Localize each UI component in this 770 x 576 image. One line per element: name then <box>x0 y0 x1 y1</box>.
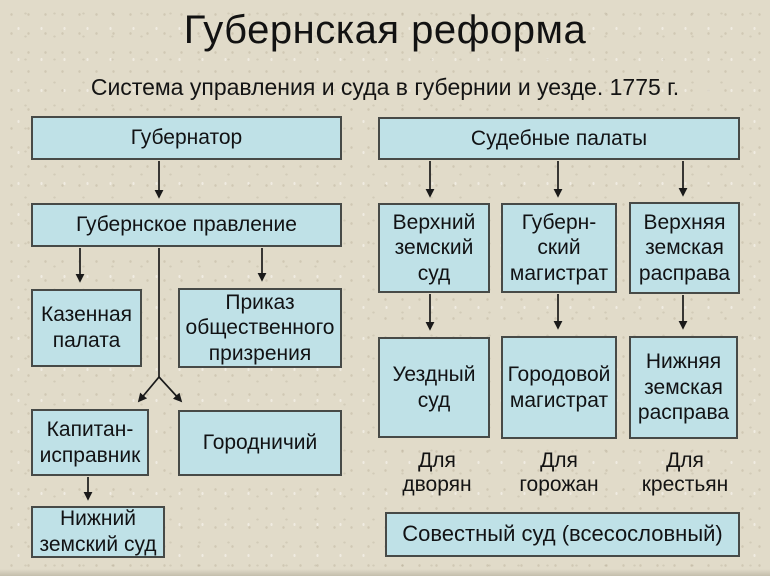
node-upper-zemskaya-rasprava: Верхняя земская расправа <box>629 202 740 294</box>
slide-title: Губернская реформа <box>183 8 587 52</box>
node-lower-zemskaya-rasprava: Нижняя земская расправа <box>629 336 738 439</box>
node-upper-zemsky-court: Верхний земский суд <box>378 203 490 293</box>
slide-subtitle: Система управления и суда в губернии и у… <box>90 74 680 100</box>
node-conscience-court: Совестный суд (всесословный) <box>385 512 740 557</box>
node-uyezd-court: Уездный суд <box>378 337 490 438</box>
node-judicial-chambers: Судебные палаты <box>378 117 740 160</box>
node-lower-zemsky-court: Нижний земский суд <box>31 506 165 558</box>
node-provincial-magistrate: Губерн- ский магистрат <box>501 203 617 293</box>
node-city-magistrate: Городовой магистрат <box>501 336 617 439</box>
node-provincial-board: Губернское правление <box>31 203 342 247</box>
node-treasury-chamber: Казенная палата <box>31 289 142 367</box>
node-gorodnichiy: Городничий <box>178 410 342 476</box>
node-captain-ispravnik: Капитан- исправник <box>31 409 149 476</box>
label-for-townspeople: Для горожан <box>519 449 599 496</box>
label-for-peasants: Для крестьян <box>641 449 729 496</box>
node-public-charity-order: Приказ общественного призрения <box>178 288 342 368</box>
node-governor: Губернатор <box>31 116 342 160</box>
label-for-nobles: Для дворян <box>402 449 472 496</box>
